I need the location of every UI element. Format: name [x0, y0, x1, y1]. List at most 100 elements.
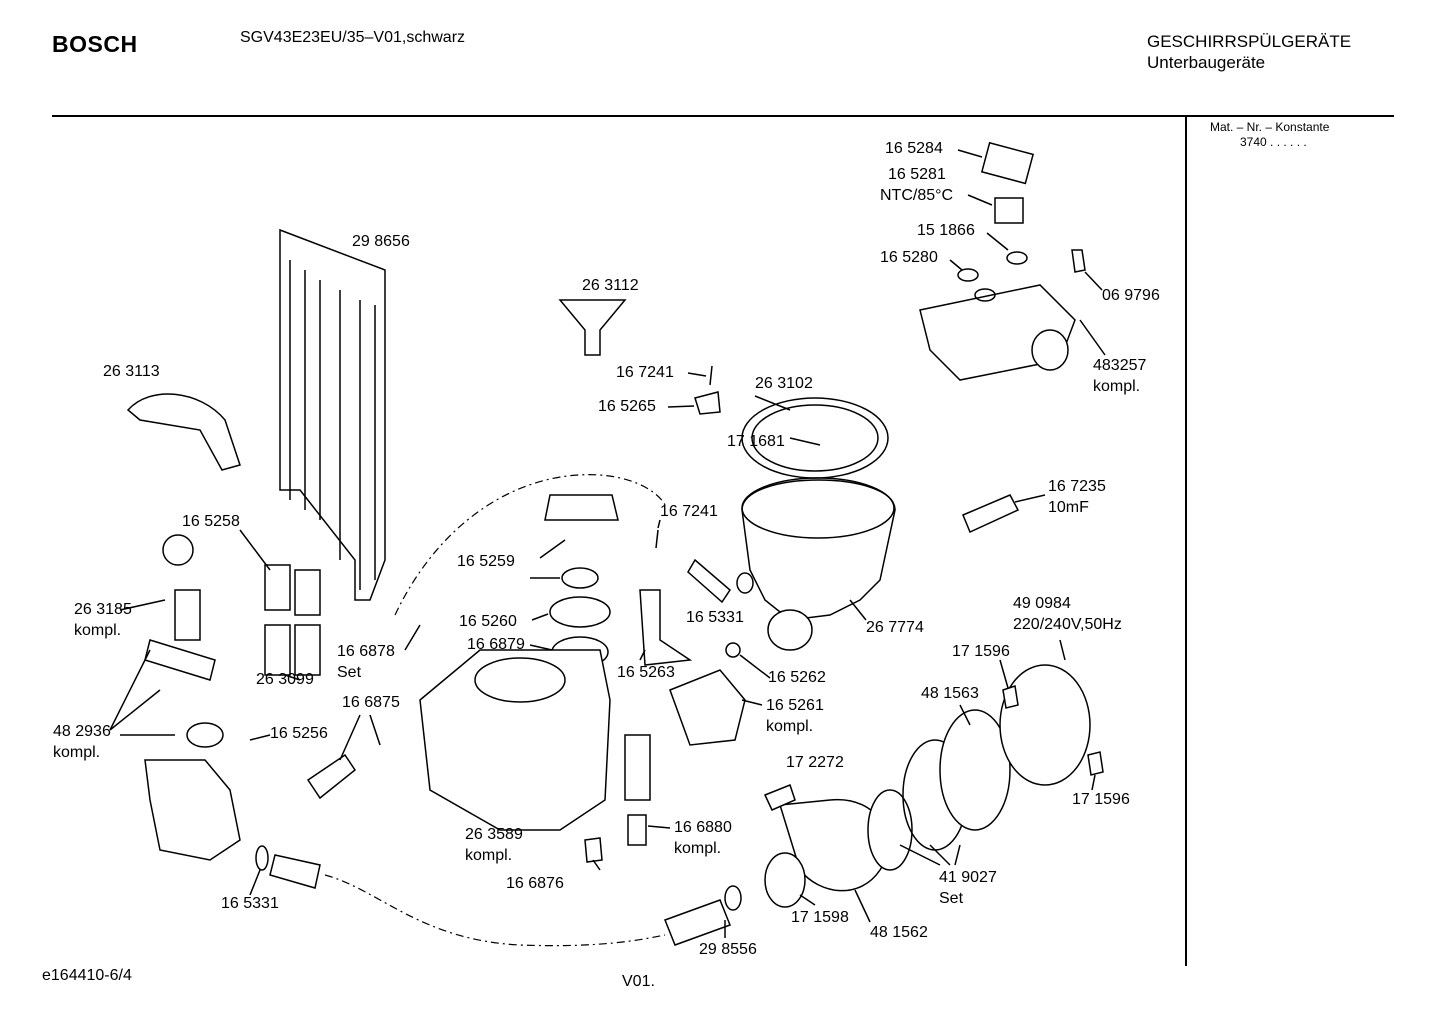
clip-171596b: [1087, 751, 1104, 776]
part-label: 15 1866: [917, 222, 975, 239]
heater-outlet: [1031, 329, 1069, 371]
drain-hose-part: [664, 899, 731, 946]
category-block: GESCHIRRSPÜLGERÄTE Unterbaugeräte: [1147, 31, 1351, 73]
part-label: 16 5259: [457, 553, 515, 570]
exploded-parts-drawing: [109, 141, 1106, 947]
part-label: 16 6879: [467, 636, 525, 653]
pump-cover-481563: [939, 709, 1011, 831]
capacitor-part: [962, 494, 1020, 534]
part-label: 16 5284: [885, 140, 943, 157]
sidebar-divider: [1185, 116, 1187, 966]
part-label: 26 3099: [256, 671, 314, 688]
category-title: GESCHIRRSPÜLGERÄTE: [1147, 32, 1352, 51]
part-label: 16 7241: [616, 364, 674, 381]
part-label: 16 7241: [660, 503, 718, 520]
water-pipe-part: [279, 228, 386, 601]
flow-meter-part: [162, 534, 194, 566]
o-ring-151866: [1006, 251, 1028, 265]
part-label: 16 6875: [342, 694, 400, 711]
brand-logo: BOSCH: [52, 31, 138, 57]
hose-165331: [269, 854, 321, 889]
part-label: 16 6876: [506, 875, 564, 892]
spring-hose-part: [687, 558, 731, 604]
clamp-172272: [763, 784, 796, 811]
part-label: 16 5256: [270, 725, 328, 742]
sump-ring-inner: [751, 404, 879, 472]
clip-165262: [725, 642, 741, 658]
category-subtitle: Unterbaugeräte: [1147, 53, 1266, 72]
funnel-part: [558, 299, 627, 356]
sensor-cap-part: [980, 141, 1035, 185]
mat-nr-value: 3740 . . . . . .: [1240, 135, 1307, 149]
part-label: 26 7774: [866, 619, 924, 636]
sump-part: [741, 479, 896, 621]
hose-path: [394, 474, 666, 616]
part-label: 16 5265: [598, 398, 656, 415]
part-label: 06 9796: [1102, 287, 1160, 304]
ntc-sensor-part: [994, 197, 1024, 224]
part-label: 48 1563: [921, 685, 979, 702]
circulation-pump-housing: [779, 799, 889, 892]
mat-nr-block: Mat. – Nr. – Konstante 3740 . . . . . .: [1210, 120, 1329, 150]
part-label: 16 5263: [617, 664, 675, 681]
drain-hose-path: [324, 874, 666, 947]
part-label: 29 8656: [352, 233, 410, 250]
o-ring-165280a: [957, 268, 979, 282]
cover-part: [126, 393, 241, 471]
part-label: 16 5331: [686, 609, 744, 626]
model-number: SGV43E23EU/35–V01,schwarz: [240, 29, 466, 46]
part-label: 26 3113: [103, 363, 160, 380]
clip-166876: [584, 837, 603, 863]
part-label: 26 3102: [755, 375, 813, 392]
part-label: 16 5331: [221, 895, 279, 912]
part-label: 17 1596: [952, 643, 1010, 660]
part-label: 17 1681: [727, 433, 785, 450]
filter-nut-part: [544, 494, 619, 521]
flap-part-165263: [639, 589, 693, 666]
cap-part: [186, 722, 224, 748]
dosing-cap: [627, 814, 647, 846]
part-label: 48 1562: [870, 924, 928, 941]
seal-171598: [764, 852, 806, 908]
float-part: [294, 569, 321, 616]
sump-outlet: [767, 609, 813, 651]
part-label: 17 1596: [1072, 791, 1130, 808]
valve-part: [306, 753, 357, 800]
clip-171596a: [1002, 685, 1019, 709]
float-part: [264, 564, 291, 611]
salt-container-lid: [474, 657, 566, 703]
seal-ring: [736, 572, 754, 594]
spring-part-263099: [294, 624, 321, 676]
part-label: 29 8556: [699, 941, 757, 958]
salt-container-part: [419, 649, 611, 831]
bracket-part: [144, 639, 216, 681]
part-label: 17 1598: [791, 909, 849, 926]
seal-298556: [724, 885, 742, 911]
version-label: V01.: [622, 973, 655, 990]
leader-lines: [109, 149, 1106, 938]
water-inlet-part: [144, 759, 241, 861]
sump-rim: [741, 477, 895, 539]
impeller-part: [867, 789, 913, 871]
screw-167241a: [709, 365, 713, 386]
part-label: 16 5258: [182, 513, 240, 530]
clip-069796: [1071, 249, 1086, 273]
screw-167241b: [655, 529, 659, 549]
clip-165265: [694, 391, 721, 415]
detergent-module-part: [669, 669, 746, 746]
drawing-id: e164410-6/4: [42, 967, 132, 984]
motor-490984: [999, 664, 1091, 786]
mat-nr-label: Mat. – Nr. – Konstante: [1210, 120, 1330, 134]
spring-part-263099: [264, 624, 291, 676]
